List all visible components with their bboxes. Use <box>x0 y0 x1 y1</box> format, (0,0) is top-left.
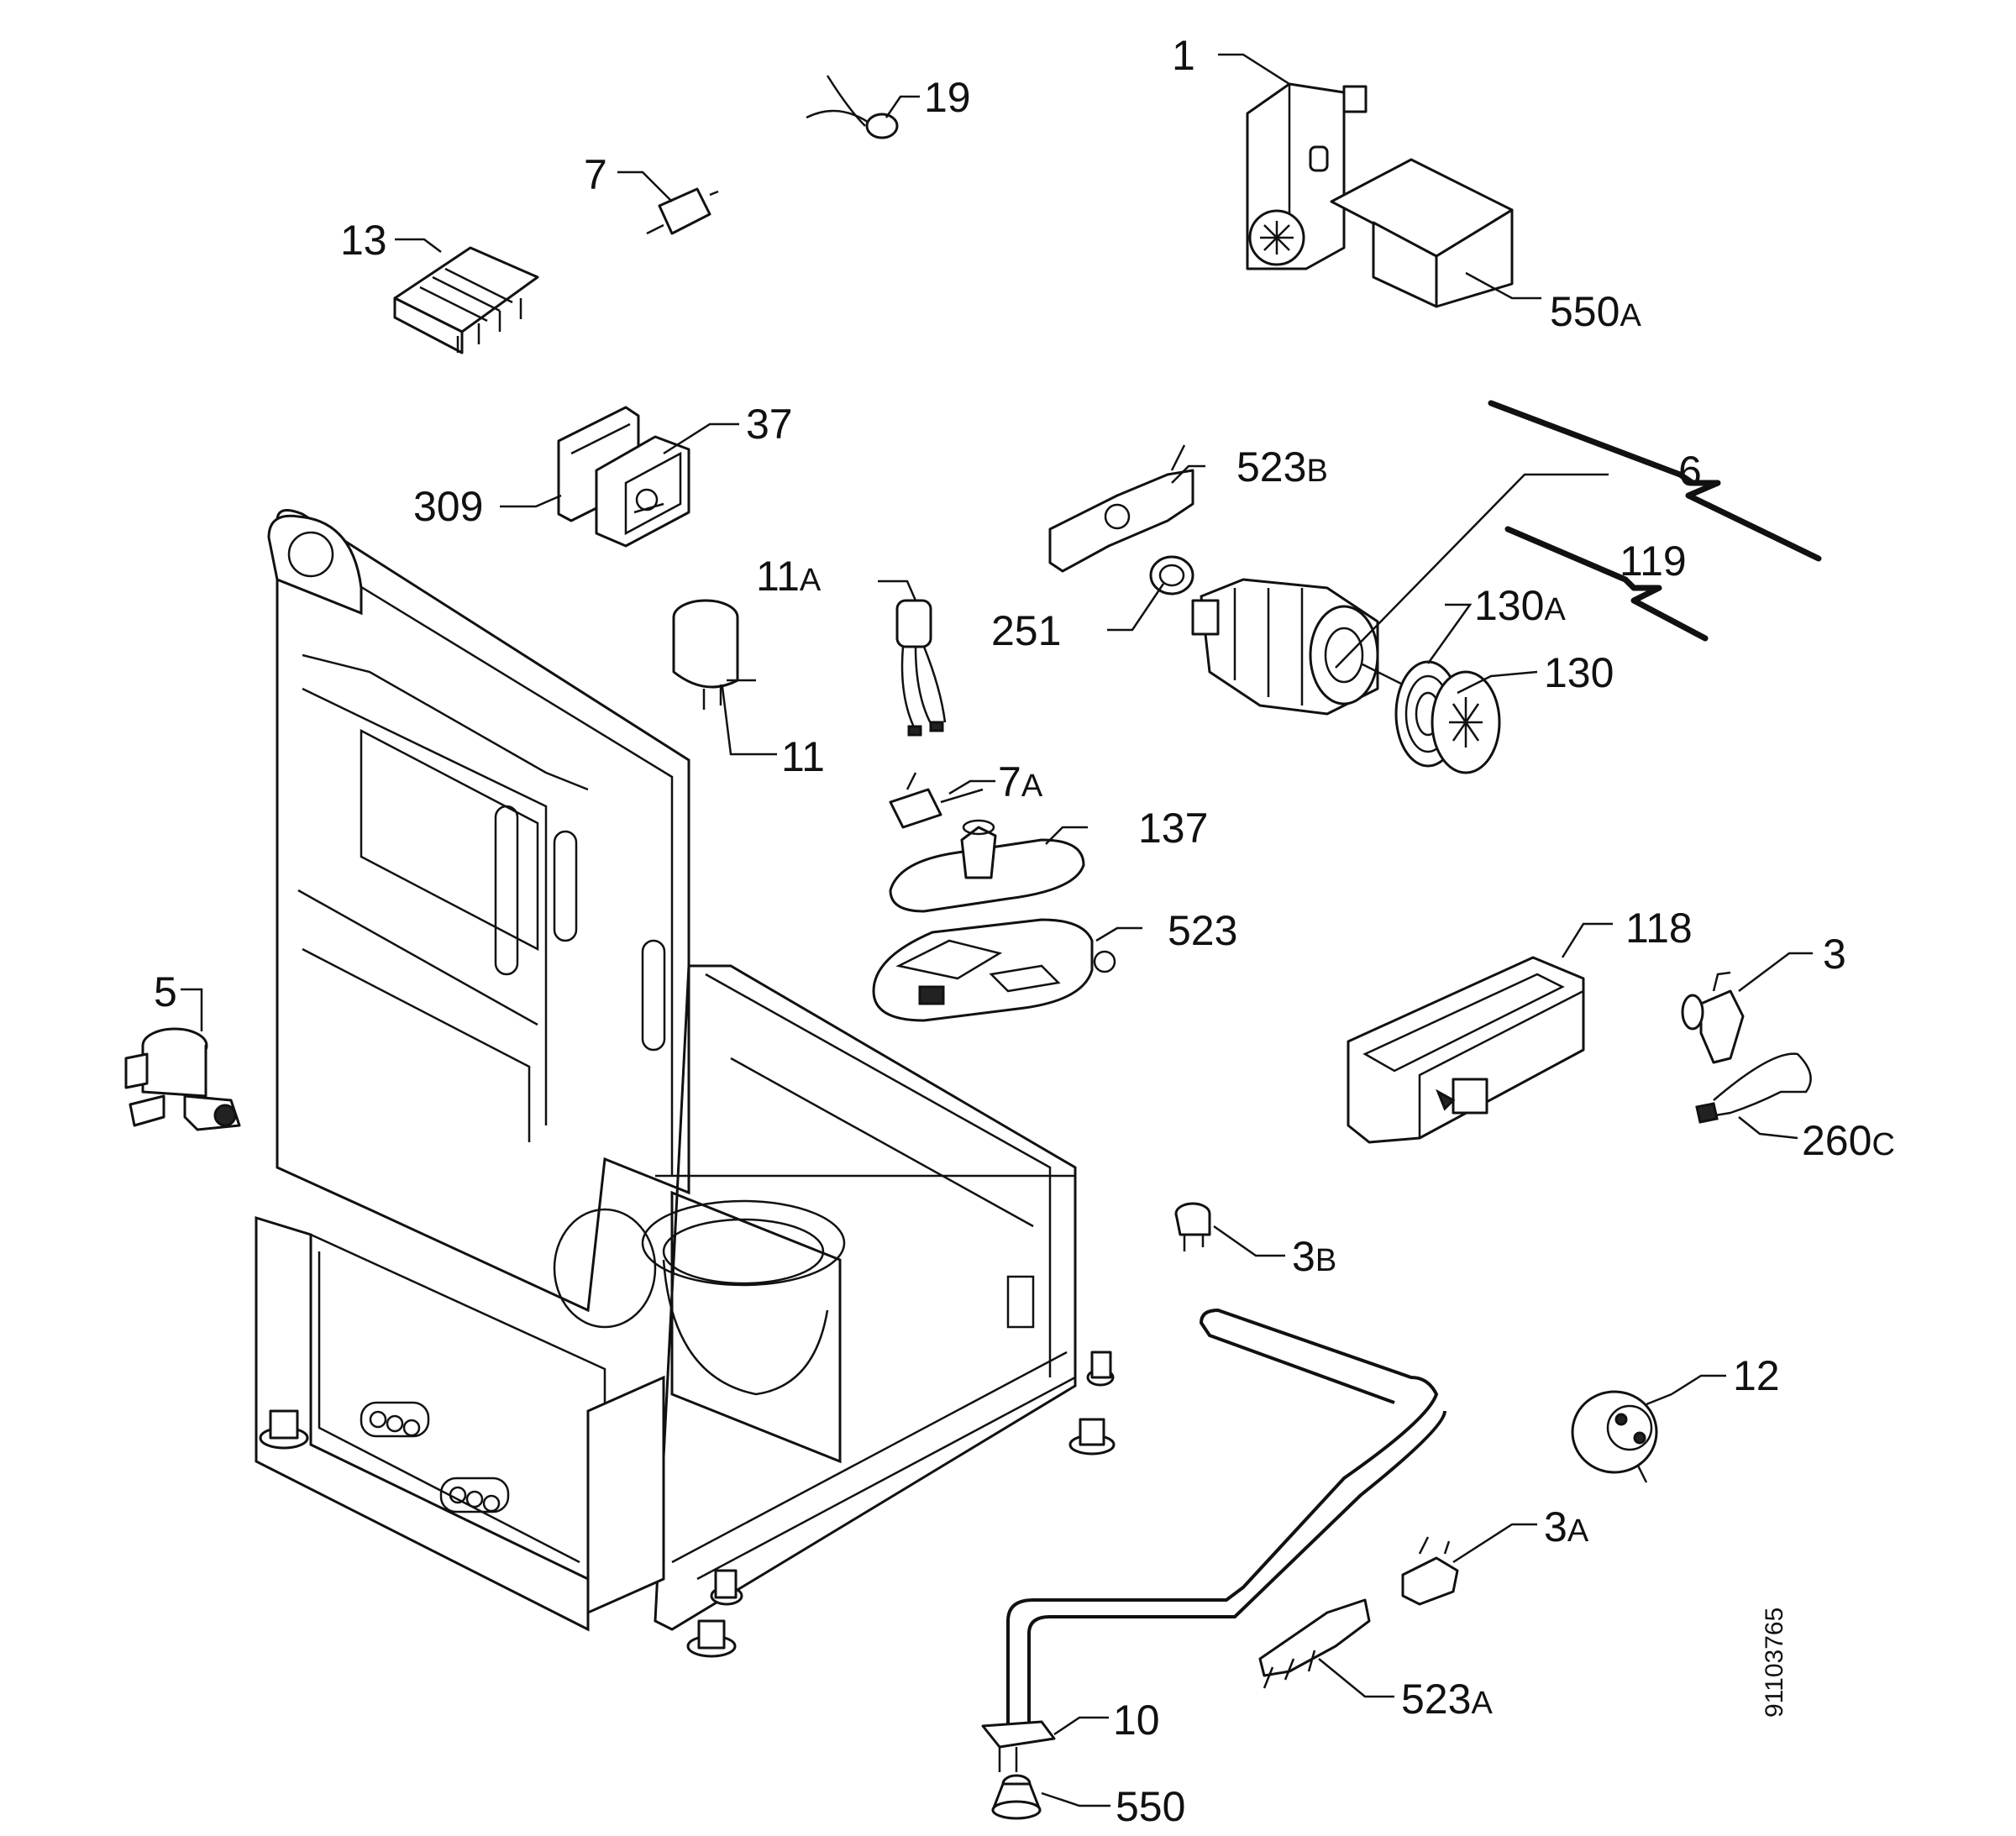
part-switch-7 <box>646 187 719 235</box>
part-spray-arm-support <box>872 918 1116 1022</box>
callout-130: 130 <box>1544 649 1614 696</box>
callout-137: 137 <box>1138 805 1208 852</box>
callout-260C: 260C <box>1802 1117 1895 1164</box>
part-switch-3A <box>1401 1536 1459 1606</box>
callout-251: 251 <box>991 607 1061 654</box>
part-relay-37 <box>595 435 690 548</box>
callout-3B: 3B <box>1292 1233 1336 1280</box>
callout-130A: 130A <box>1474 582 1566 629</box>
callout-7: 7 <box>584 151 607 198</box>
part-capacitor <box>672 599 756 710</box>
part-foot-550 <box>991 1774 1042 1820</box>
callout-11A: 11A <box>756 553 822 600</box>
callout-1: 1 <box>1172 32 1195 79</box>
part-thermostat <box>1571 1390 1672 1483</box>
part-electronic-module <box>1330 158 1514 308</box>
callout-309: 309 <box>413 483 483 530</box>
part-detergent-dispenser <box>1347 956 1585 1144</box>
part-wire-clip <box>1695 1052 1812 1124</box>
part-float-switch <box>1174 1202 1211 1251</box>
part-sensor-19 <box>806 75 899 139</box>
callout-19: 19 <box>924 74 971 121</box>
part-inlet-valve <box>124 1027 241 1131</box>
part-switch-7A <box>889 772 984 829</box>
part-heating-element <box>981 1308 1446 1772</box>
callout-12: 12 <box>1733 1352 1780 1399</box>
dishwasher-cabinet-frame <box>255 509 1116 1658</box>
callout-11: 11 <box>781 733 825 780</box>
part-bracket-523A <box>1258 1598 1371 1689</box>
part-bracket-523B <box>1048 444 1194 573</box>
callout-3A: 3A <box>1544 1503 1589 1550</box>
part-impeller-130 <box>1431 670 1501 774</box>
callout-523B: 523B <box>1236 443 1328 490</box>
callout-550: 550 <box>1116 1783 1185 1830</box>
part-door-switch <box>1681 971 1745 1064</box>
callout-13: 13 <box>340 217 387 264</box>
callout-37: 37 <box>746 401 793 448</box>
callout-10: 10 <box>1113 1697 1160 1744</box>
part-suppressor-11A <box>895 599 947 737</box>
callout-7A: 7A <box>998 758 1043 805</box>
brace-assembly-6 <box>1488 400 1822 562</box>
callout-3: 3 <box>1823 931 1846 978</box>
part-button-block <box>393 246 539 354</box>
brace-assembly-119 <box>1504 526 1709 642</box>
callout-523: 523 <box>1168 907 1237 954</box>
callout-5: 5 <box>154 968 177 1015</box>
part-grommet <box>1149 555 1194 595</box>
callout-119: 119 <box>1620 538 1687 585</box>
part-programmer-timer <box>1246 82 1368 270</box>
callout-6: 6 <box>1678 448 1702 495</box>
document-number: 91103765 <box>1761 1608 1788 1718</box>
part-spray-arm <box>889 819 1085 913</box>
part-circulation-motor <box>1191 578 1404 716</box>
callout-118: 118 <box>1625 905 1693 952</box>
leader-lines <box>181 53 1813 1807</box>
callout-550A: 550A <box>1550 288 1641 335</box>
callout-523A: 523A <box>1401 1676 1493 1723</box>
